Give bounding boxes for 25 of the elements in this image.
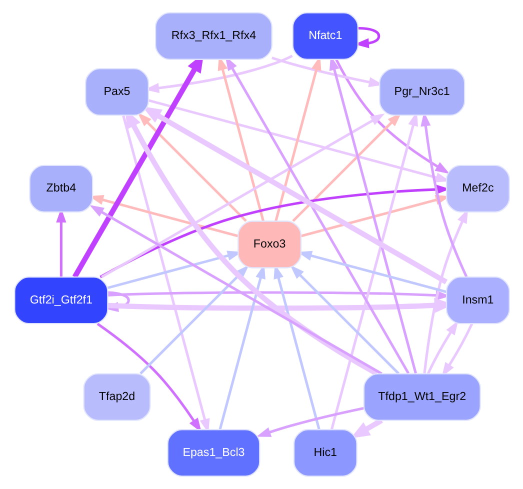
arrow [426, 320, 458, 374]
arrow [148, 99, 450, 182]
node-box: Zbtb4 [28, 164, 93, 212]
node-box: Pax5 [84, 68, 148, 116]
arrow [224, 56, 410, 374]
node-box: Gtf2i_Gtf2f1 [14, 276, 108, 324]
arrow [290, 265, 400, 374]
arrow [334, 59, 450, 174]
node-box: Mef2c [445, 164, 510, 212]
node-box: Tfdp1_Wt1_Egr2 [362, 373, 480, 421]
arrow [137, 112, 246, 222]
node-box: Nfatc1 [292, 12, 358, 60]
arrow [256, 406, 364, 437]
node-box: Tfap2d [82, 373, 150, 421]
arrow [89, 205, 382, 375]
arrow [88, 194, 238, 238]
node-box: Foxo3 [237, 220, 302, 268]
node-box: Rfx3_Rfx1_Rfx4 [154, 12, 272, 60]
node-box: Hic1 [292, 429, 357, 477]
arrow [292, 112, 402, 222]
arrow [330, 112, 418, 430]
node-box: Insm1 [445, 276, 510, 324]
node-box: Epas1_Bcl3 [166, 429, 260, 477]
node-box: Pgr_Nr3c1 [378, 68, 465, 116]
arrow [273, 264, 320, 430]
